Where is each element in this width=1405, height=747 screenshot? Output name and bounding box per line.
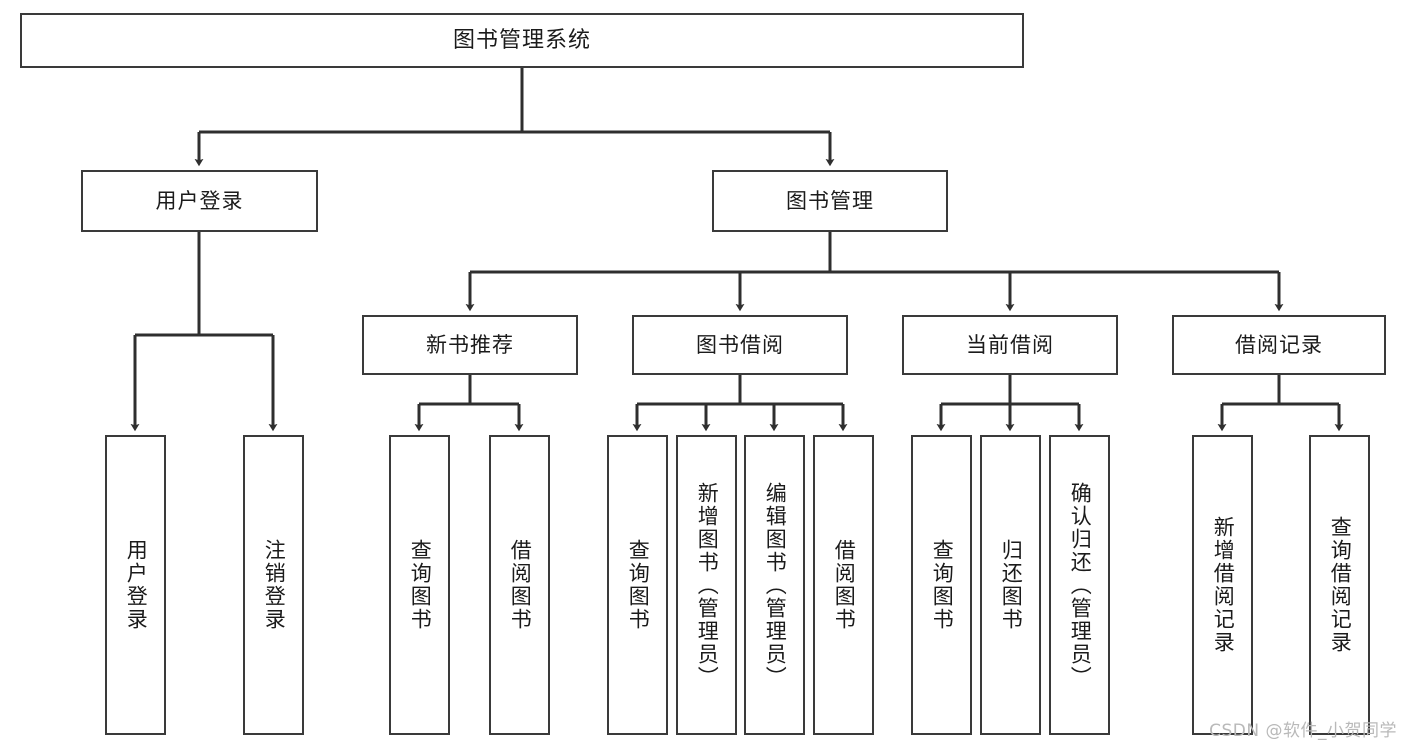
leaf-new-book-borrow-book[interactable]: 借阅图书	[489, 435, 550, 735]
node-label: 图书借阅	[696, 332, 784, 357]
node-root-book-management-system[interactable]: 图书管理系统	[20, 13, 1024, 68]
leaf-book-borrow-add-book-admin[interactable]: 新增图书（管理员）	[676, 435, 737, 735]
node-label: 归还图书	[999, 539, 1024, 631]
leaf-user-login-logout[interactable]: 注销登录	[243, 435, 304, 735]
node-label: 新增借阅记录	[1211, 516, 1236, 654]
node-label: 查询图书	[408, 539, 433, 631]
csdn-watermark: CSDN @软件_小贺同学	[1209, 721, 1397, 741]
node-label: 新书推荐	[426, 332, 514, 357]
node-label: 图书管理	[786, 188, 874, 213]
leaf-current-borrow-return-book[interactable]: 归还图书	[980, 435, 1041, 735]
node-borrowing-records[interactable]: 借阅记录	[1172, 315, 1386, 375]
node-label: 图书管理系统	[452, 27, 591, 53]
node-label: 借阅图书	[508, 539, 533, 631]
leaf-borrow-record-add-record[interactable]: 新增借阅记录	[1192, 435, 1253, 735]
node-label: 查询借阅记录	[1328, 516, 1353, 654]
leaf-new-book-query-book[interactable]: 查询图书	[389, 435, 450, 735]
leaf-current-borrow-query-book[interactable]: 查询图书	[911, 435, 972, 735]
leaf-book-borrow-borrow-book[interactable]: 借阅图书	[813, 435, 874, 735]
node-label: 用户登录	[124, 539, 149, 631]
node-label: 查询图书	[626, 539, 651, 631]
node-label: 借阅图书	[832, 539, 857, 631]
node-label: 新增图书（管理员）	[695, 481, 720, 689]
leaf-borrow-record-query-record[interactable]: 查询借阅记录	[1309, 435, 1370, 735]
node-label: 注销登录	[262, 539, 287, 631]
node-user-login[interactable]: 用户登录	[81, 170, 318, 232]
leaf-book-borrow-edit-book-admin[interactable]: 编辑图书（管理员）	[744, 435, 805, 735]
node-label: 用户登录	[155, 188, 244, 213]
node-current-borrowing[interactable]: 当前借阅	[902, 315, 1118, 375]
leaf-current-borrow-confirm-return-admin[interactable]: 确认归还（管理员）	[1049, 435, 1110, 735]
leaf-user-login-login[interactable]: 用户登录	[105, 435, 166, 735]
leaf-book-borrow-query-book[interactable]: 查询图书	[607, 435, 668, 735]
node-label: 当前借阅	[966, 332, 1054, 357]
node-new-book-recommendation[interactable]: 新书推荐	[362, 315, 578, 375]
node-label: 编辑图书（管理员）	[763, 481, 788, 689]
node-label: 借阅记录	[1235, 332, 1323, 357]
node-book-management[interactable]: 图书管理	[712, 170, 948, 232]
node-label: 查询图书	[930, 539, 955, 631]
node-book-borrowing[interactable]: 图书借阅	[632, 315, 848, 375]
node-label: 确认归还（管理员）	[1068, 481, 1093, 689]
